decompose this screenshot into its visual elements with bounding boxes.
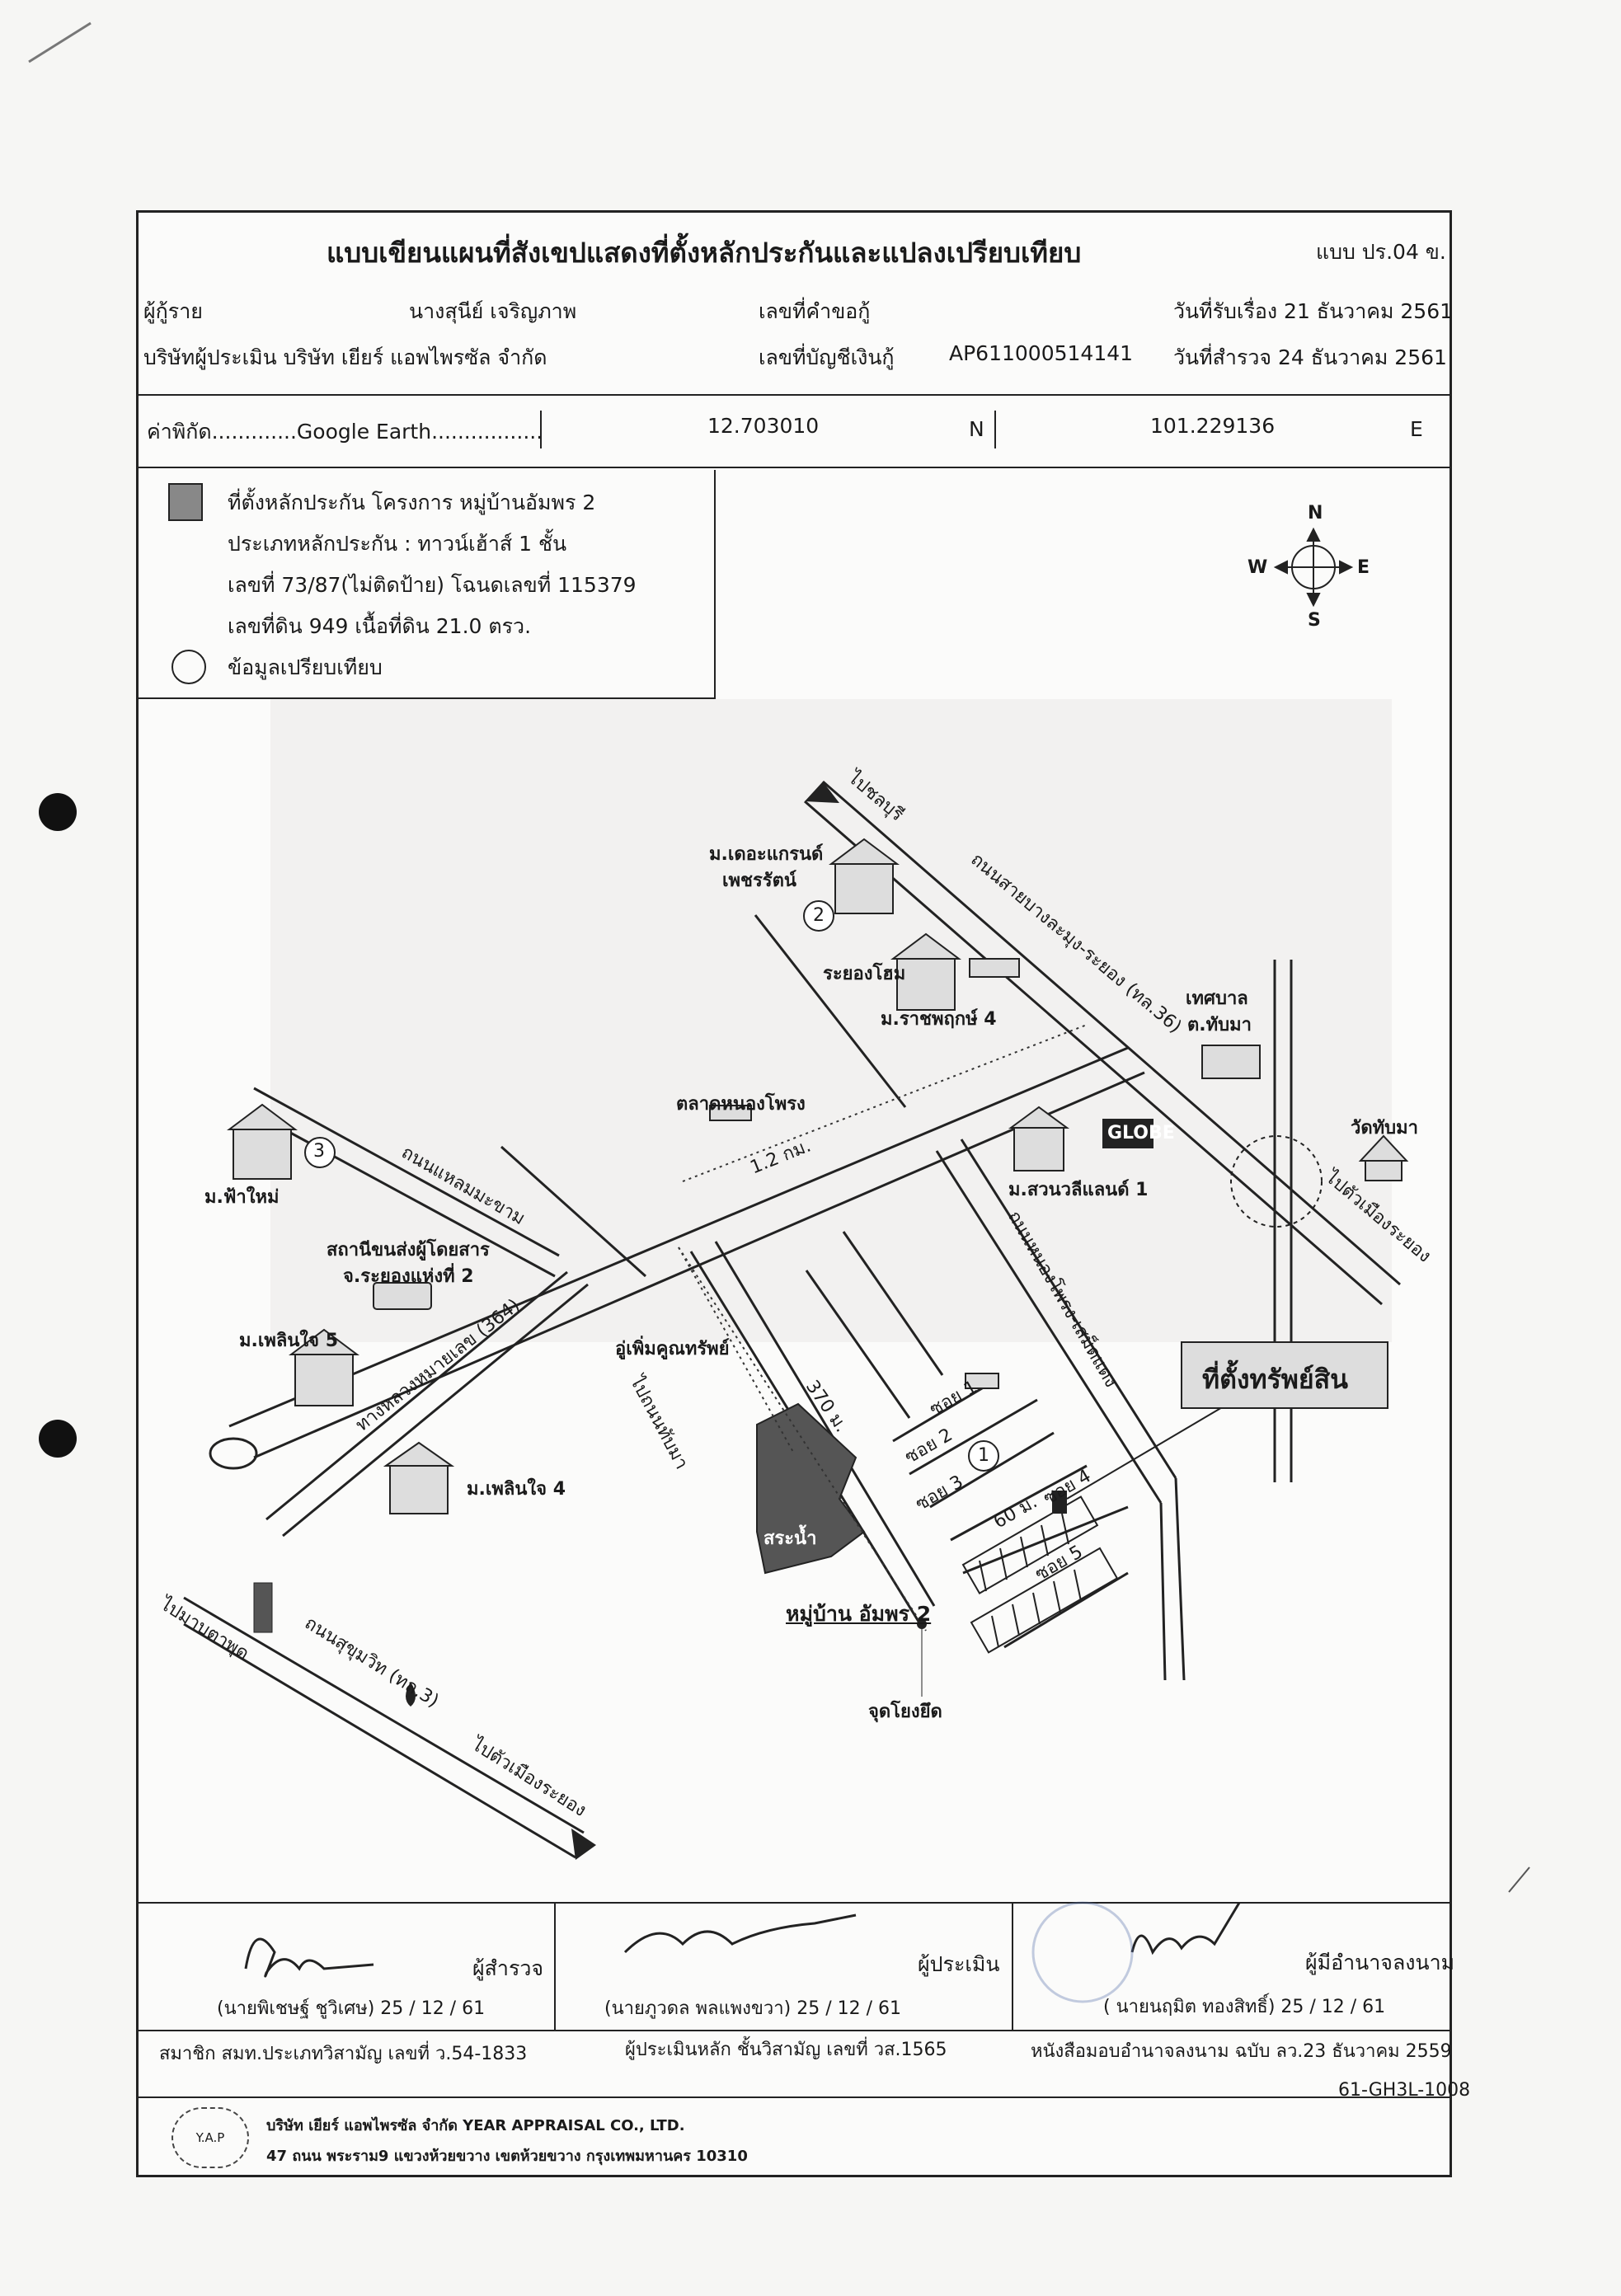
townhouse-block-soi5 xyxy=(970,1547,1119,1654)
label-bus-station: สถานีขนส่งผู้โดยสาร xyxy=(327,1240,490,1261)
surveyor-role: ผู้สำรวจ xyxy=(472,1956,544,1980)
arrow-chonburi xyxy=(805,782,839,803)
road-nongphrong xyxy=(935,1139,1186,1681)
property-label-box xyxy=(1181,1341,1388,1409)
compass-w: W xyxy=(1247,557,1268,578)
label-pond: สระน้ำ xyxy=(764,1528,817,1549)
label-municipality-2: ต.ทับมา xyxy=(1187,1015,1252,1035)
label-fahmai: ม.ฟ้าใหม่ xyxy=(204,1187,280,1208)
footer-address: 47 ถนน พระราม9 แขวงห้วยขวาง เขตห้วยขวาง … xyxy=(266,2148,748,2165)
ptt-logo xyxy=(406,1682,416,1707)
subject-property-mark xyxy=(1052,1491,1067,1514)
label-num-1: 1 xyxy=(978,1445,989,1466)
coords-lon: 101.229136 xyxy=(1150,414,1276,438)
appraiser-company: บริษัทผู้ประเมิน บริษัท เยียร์ แอพไพรซัล… xyxy=(143,345,547,369)
road-highway-36 xyxy=(804,780,1401,1306)
compass-e: E xyxy=(1357,557,1370,578)
label-poolroad: อู่เพิ่มคูณทรัพย์ xyxy=(615,1339,730,1359)
surveyor-member: สมาชิก สมท.ประเภทวิสามัญ เลขที่ ว.54-183… xyxy=(159,2044,528,2064)
surveyor-signature xyxy=(244,1937,374,1978)
label-grand-petch: ม.เดอะแกรนด์ xyxy=(709,844,824,865)
appraiser-name: (นายภูวดล พลแพงขวา) 25 / 12 / 61 xyxy=(604,1998,901,2019)
road-sukhumvit xyxy=(183,1596,585,1859)
label-municipality: เทศบาล xyxy=(1186,988,1248,1009)
appraisal-map-form: แบบเขียนแผนที่สังเขปแสดงที่ตั้งหลักประกั… xyxy=(136,210,1470,2177)
authorized-signature xyxy=(1130,1902,1241,1956)
traffic-light xyxy=(253,1582,273,1633)
collateral-legend-icon xyxy=(168,483,203,521)
comparable-legend-icon xyxy=(171,650,206,684)
label-globe: GLOBE xyxy=(1107,1123,1175,1143)
form-title: แบบเขียนแผนที่สังเขปแสดงที่ตั้งหลักประกั… xyxy=(327,237,1082,269)
label-grand-petch-2: เพชรรัตน์ xyxy=(722,871,796,891)
account-no: AP611000514141 xyxy=(949,341,1134,365)
legend-box: ที่ตั้งหลักประกัน โครงการ หมู่บ้านอัมพร … xyxy=(139,470,716,699)
coords-lat: 12.703010 xyxy=(707,414,820,438)
legend-land-no: เลขที่ดิน 949 เนื้อที่ดิน 21.0 ตรว. xyxy=(228,614,532,638)
received-date: วันที่รับเรื่อง 21 ธันวาคม 2561 xyxy=(1173,299,1454,323)
label-rayong-home: ระยองโฮม xyxy=(823,964,906,984)
label-bus-station-2: จ.ระยองแห่งที่ 2 xyxy=(343,1266,474,1287)
account-no-label: เลขที่บัญชีเงินกู้ xyxy=(759,345,895,369)
coords-label: ค่าพิกัด.............Google Earth.......… xyxy=(147,420,543,444)
coords-lat-dir: N xyxy=(969,417,984,441)
divider xyxy=(139,2096,1450,2098)
authorized-doc: หนังสือมอบอำนาจลงนาม ฉบับ ลว.23 ธันวาคม … xyxy=(1031,2041,1452,2062)
borrower-label: ผู้กู้ราย xyxy=(143,299,203,323)
company-logo: Y.A.P xyxy=(171,2107,249,2168)
coords-divider xyxy=(540,411,542,448)
divider xyxy=(139,394,1450,396)
road-laem-makham xyxy=(253,1087,647,1278)
compass-n: N xyxy=(1308,503,1323,524)
road-highway-364 xyxy=(265,1270,589,1538)
coords-lon-dir: E xyxy=(1410,417,1423,441)
townhouse-block-soi4 xyxy=(961,1495,1099,1595)
appraiser-signature xyxy=(623,1913,857,1954)
authorized-role: ผู้มีอำนาจลงนาม xyxy=(1305,1951,1455,1974)
legend-type: ประเภทหลักประกัน : ทาวน์เฮ้าส์ 1 ชั้น xyxy=(228,532,567,556)
toyota-logo xyxy=(209,1437,258,1470)
compass-icon xyxy=(1273,527,1354,608)
borrower-name: นางสุนีย์ เจริญภาพ xyxy=(409,299,577,323)
label-num-3: 3 xyxy=(313,1141,325,1162)
legend-project: ที่ตั้งหลักประกัน โครงการ หมู่บ้านอัมพร … xyxy=(228,491,596,514)
divider xyxy=(139,467,1450,468)
compass-s: S xyxy=(1308,610,1321,631)
arrow-sukhumvit xyxy=(571,1829,596,1860)
label-ratchaphruek: ม.ราชพฤกษ์ 4 xyxy=(881,1009,997,1030)
pond xyxy=(756,1402,866,1575)
request-no-label: เลขที่คำขอกู้ xyxy=(759,299,871,323)
survey-date: วันที่สำรวจ 24 ธันวาคม 2561 xyxy=(1173,345,1447,369)
label-village: หมู่บ้าน อัมพร 2 xyxy=(786,1602,932,1626)
intersection-circle xyxy=(1230,1135,1323,1228)
binder-hole-top xyxy=(39,793,77,831)
surveyor-name: (นายพิเชษฐ์ ชูวิเศษ) 25 / 12 / 61 xyxy=(217,1998,486,2019)
label-ref-point: จุดโยงยึด xyxy=(868,1702,942,1722)
company-stamp xyxy=(1031,1901,1134,2003)
label-wat-thapma: วัดทับมา xyxy=(1351,1118,1418,1139)
label-phloen-5: ม.เพลินใจ 5 xyxy=(239,1331,339,1351)
location-map xyxy=(139,527,1450,2031)
label-num-2: 2 xyxy=(813,905,825,926)
road-village xyxy=(689,1231,1129,1649)
road-to-rayong-home xyxy=(754,914,907,1108)
footer-company: บริษัท เยียร์ แอพไพรซัล จำกัด YEAR APPRA… xyxy=(266,2117,685,2134)
legend-comparable: ข้อมูลเปรียบเทียบ xyxy=(228,655,383,679)
form-code: แบบ ปร.04 ข. xyxy=(1316,240,1446,264)
label-market: ตลาดหนองโพรง xyxy=(676,1094,806,1115)
authorized-name: ( นายนฤมิต ทองสิทธิ์) 25 / 12 / 61 xyxy=(1103,1997,1386,2017)
building-icons xyxy=(227,838,1409,1514)
label-property: ที่ตั้งทรัพย์สิน xyxy=(1202,1364,1349,1395)
pen-mark-right xyxy=(1508,1866,1530,1893)
binder-hole-bottom xyxy=(39,1420,77,1458)
coords-divider xyxy=(994,411,996,448)
label-suanwali: ม.สวนวลีแลนด์ 1 xyxy=(1008,1180,1149,1200)
label-phloen-4: ม.เพลินใจ 4 xyxy=(467,1479,566,1500)
appraiser-member: ผู้ประเมินหลัก ชั้นวิสามัญ เลขที่ วส.156… xyxy=(625,2040,947,2060)
legend-house-no: เลขที่ 73/87(ไม่ติดป้าย) โฉนดเลขที่ 1153… xyxy=(228,573,637,597)
appraiser-role: ผู้ประเมิน xyxy=(918,1952,1000,1976)
pen-scratch-mark xyxy=(28,21,92,63)
